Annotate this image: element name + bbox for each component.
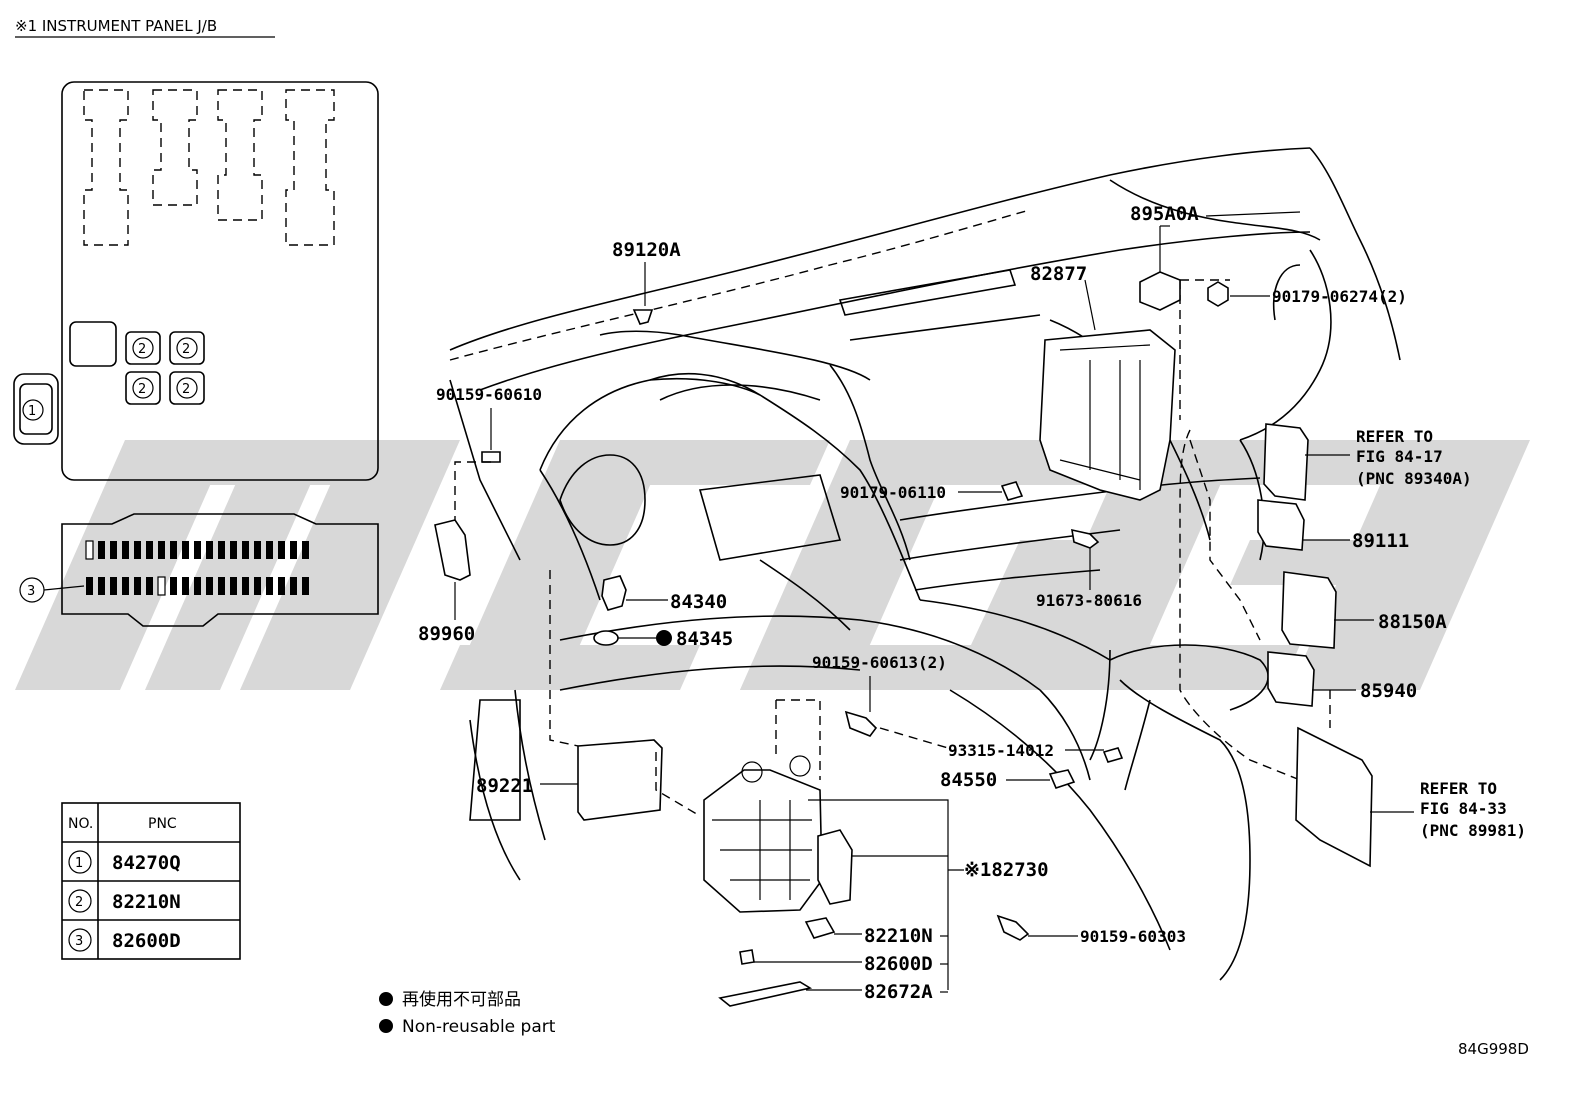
label-93315-14012: 93315-14012 xyxy=(948,741,1054,760)
ecu-88150a xyxy=(1281,571,1374,649)
bolt-91673-80616 xyxy=(1071,528,1100,590)
label-89120a: 89120A xyxy=(612,239,681,261)
svg-text:2: 2 xyxy=(182,382,190,397)
bolt-90159-60610 xyxy=(454,408,501,525)
svg-text:3: 3 xyxy=(75,934,83,949)
legend-japanese: 再使用不可部品 xyxy=(402,989,521,1010)
bolts-90159-60613 xyxy=(775,676,878,780)
relay-82210n xyxy=(804,917,862,939)
fuse-82600d xyxy=(739,949,862,965)
label-895a0a: 895A0A xyxy=(1130,203,1199,225)
label-refer-fig84-17-a: REFER TO xyxy=(1356,427,1433,446)
junction-block-top-view: 2 2 2 2 1 xyxy=(13,81,379,481)
watermark xyxy=(15,440,1530,690)
diagram-code: 84G998D xyxy=(1458,1040,1529,1058)
relay-85940 xyxy=(1267,651,1356,707)
part-labels: 895A0A 82877 89120A 90179-06274(2) 90159… xyxy=(418,203,1526,1003)
label-refer-fig84-33-b: FIG 84-33 xyxy=(1420,799,1507,818)
ring-84345 xyxy=(593,630,672,646)
pnc-table: NO. PNC 1 84270Q 2 82210N 3 82600D xyxy=(61,802,241,960)
switch-84340 xyxy=(601,575,668,611)
label-85940: 85940 xyxy=(1360,680,1417,702)
junction-block-82730 xyxy=(703,755,964,990)
svg-text:2: 2 xyxy=(138,382,146,397)
module-89111 xyxy=(1257,499,1350,551)
label-82877: 82877 xyxy=(1030,263,1087,285)
relay-slots: 2 2 2 2 xyxy=(125,331,205,405)
legend-english: Non-reusable part xyxy=(402,1017,556,1037)
diagram-title: ※1 INSTRUMENT PANEL J/B xyxy=(15,17,217,35)
svg-text:1: 1 xyxy=(75,856,83,871)
cover-82672a xyxy=(718,981,862,1007)
table-pnc-3: 82600D xyxy=(112,930,181,952)
table-header-no: NO. xyxy=(68,816,93,832)
label-refer-fig84-17-b: FIG 84-17 xyxy=(1356,447,1443,466)
label-90159-60613: 90159-60613(2) xyxy=(812,653,947,672)
label-88150a: 88150A xyxy=(1378,611,1447,633)
svg-text:1: 1 xyxy=(28,404,36,419)
table-pnc-1: 84270Q xyxy=(112,852,181,874)
label-90159-60303: 90159-60303 xyxy=(1080,927,1186,946)
nut-90179-06274 xyxy=(1207,281,1270,307)
label-89221: 89221 xyxy=(476,775,533,797)
bracket-82877 xyxy=(1039,279,1176,501)
label-89111: 89111 xyxy=(1352,530,1409,552)
label-90179-06274: 90179-06274(2) xyxy=(1272,287,1407,306)
label-refer-fig84-33-c: (PNC 89981) xyxy=(1420,821,1526,840)
label-84340: 84340 xyxy=(670,591,727,613)
sensor-89960 xyxy=(434,519,471,620)
bolt-90159-60303 xyxy=(996,914,1078,941)
clip-89120a xyxy=(632,262,654,325)
svg-text:2: 2 xyxy=(182,342,190,357)
stud-93315-14012 xyxy=(879,727,1124,763)
label-84345: 84345 xyxy=(676,628,733,650)
label-84550: 84550 xyxy=(940,769,997,791)
label-89960: 89960 xyxy=(418,623,475,645)
label-refer-fig84-17-c: (PNC 89340A) xyxy=(1356,469,1472,488)
label-90179-06110: 90179-06110 xyxy=(840,483,946,502)
non-reusable-bullet-icon xyxy=(379,992,393,1006)
label-91673-80616: 91673-80616 xyxy=(1036,591,1142,610)
label-refer-fig84-33-a: REFER TO xyxy=(1420,779,1497,798)
module-89981 xyxy=(1295,690,1414,868)
dashboard-outline xyxy=(449,147,1401,981)
part-84550 xyxy=(1006,769,1076,789)
table-pnc-2: 82210N xyxy=(112,891,181,913)
relay-895a0a xyxy=(1139,225,1181,311)
junction-block-side-view: 3 xyxy=(19,513,379,627)
label-82600d: 82600D xyxy=(864,953,933,975)
table-header-pnc: PNC xyxy=(148,816,177,832)
legend: 再使用不可部品 Non-reusable part xyxy=(379,989,556,1037)
svg-text:3: 3 xyxy=(27,584,35,599)
non-reusable-bullet-icon xyxy=(379,1019,393,1033)
label-82730: ※182730 xyxy=(964,859,1049,881)
label-82210n: 82210N xyxy=(864,925,933,947)
svg-text:2: 2 xyxy=(138,342,146,357)
label-90159-60610: 90159-60610 xyxy=(436,385,542,404)
clip-90179-06110 xyxy=(958,481,1024,501)
cover-89221 xyxy=(540,570,701,821)
module-89340a xyxy=(1263,423,1350,501)
svg-text:2: 2 xyxy=(75,895,83,910)
label-82672a: 82672A xyxy=(864,981,933,1003)
